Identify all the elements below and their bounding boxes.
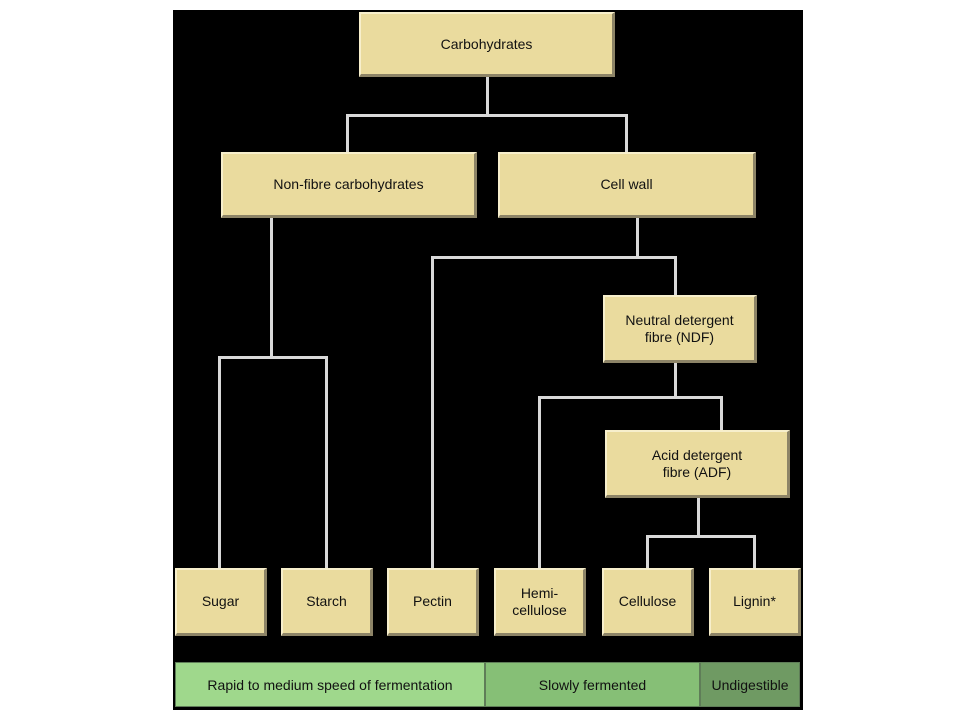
node-carbohydrates: Carbohydrates — [359, 12, 615, 77]
connector — [538, 396, 541, 570]
connector — [646, 535, 649, 570]
node-adf: Acid detergent fibre (ADF) — [605, 430, 790, 498]
node-pectin: Pectin — [387, 568, 479, 636]
node-non-fibre-carbohydrates: Non-fibre carbohydrates — [221, 152, 477, 218]
connector — [646, 535, 756, 538]
carbohydrate-classification-diagram: Carbohydrates Non-fibre carbohydrates Ce… — [173, 10, 803, 710]
connector — [346, 114, 628, 117]
connector — [218, 356, 328, 359]
node-starch: Starch — [281, 568, 373, 636]
connector — [720, 396, 723, 432]
connector — [270, 217, 273, 358]
node-sugar: Sugar — [175, 568, 267, 636]
connector — [218, 356, 221, 570]
connector — [674, 362, 677, 398]
connector — [486, 75, 489, 115]
node-cell-wall: Cell wall — [498, 152, 756, 218]
connector — [431, 256, 677, 259]
connector — [346, 114, 349, 154]
connector — [674, 256, 677, 296]
node-hemicellulose: Hemi- cellulose — [494, 568, 586, 636]
node-ndf: Neutral detergent fibre (NDF) — [603, 295, 757, 363]
legend-undigestible: Undigestible — [700, 662, 800, 707]
node-cellulose: Cellulose — [602, 568, 694, 636]
connector — [538, 396, 723, 399]
connector — [636, 217, 639, 257]
connector — [325, 356, 328, 570]
node-lignin: Lignin* — [709, 568, 801, 636]
connector — [753, 535, 756, 570]
connector — [625, 114, 628, 154]
connector — [431, 256, 434, 570]
legend-rapid-fermentation: Rapid to medium speed of fermentation — [175, 662, 485, 707]
legend-slowly-fermented: Slowly fermented — [485, 662, 700, 707]
connector — [697, 497, 700, 537]
